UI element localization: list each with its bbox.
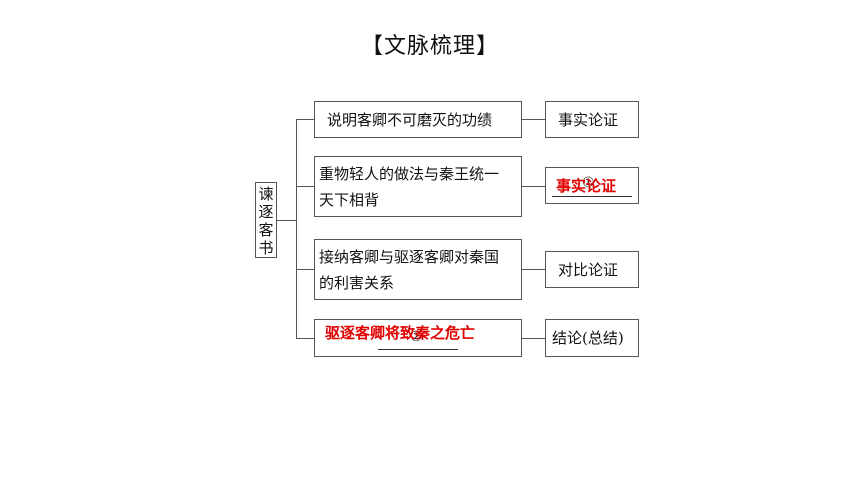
method-text-3: 对比论证 <box>558 261 619 279</box>
method-box-1: 事实论证 <box>545 101 639 138</box>
method-box-4: 结论(总结) <box>545 319 639 357</box>
content-text-3b: 的利害关系 <box>319 274 395 292</box>
root-char: 逐 <box>258 203 274 221</box>
content-box-3: 接纳客卿与驱逐客卿对秦国 的利害关系 <box>314 239 522 300</box>
content-box-2: 重物轻人的做法与秦王统一 天下相背 <box>314 156 522 217</box>
root-char: 书 <box>258 239 274 257</box>
content-text-1: 说明客卿不可磨灭的功绩 <box>327 111 493 129</box>
method-connector-3 <box>522 269 545 270</box>
method-connector-1 <box>522 119 545 120</box>
answer-text-1: 事实论证 <box>556 177 617 195</box>
branch-line-2 <box>296 186 314 187</box>
method-text-1: 事实论证 <box>558 111 619 129</box>
branch-line-1 <box>296 119 314 120</box>
bracket-vertical <box>296 119 297 339</box>
method-connector-4 <box>522 338 545 339</box>
branch-line-3 <box>296 269 314 270</box>
branch-line-4 <box>296 338 314 339</box>
page-title: 【文脉梳理】 <box>360 34 499 59</box>
content-text-3a: 接纳客卿与驱逐客卿对秦国 <box>319 248 500 266</box>
answer-text-2: 驱逐客卿将致秦之危亡 <box>325 324 476 342</box>
blank-underline-1 <box>552 196 632 197</box>
root-char: 谏 <box>258 185 274 203</box>
content-text-2b: 天下相背 <box>319 191 380 209</box>
root-char: 客 <box>258 221 274 239</box>
content-text-2a: 重物轻人的做法与秦王统一 <box>319 165 500 183</box>
content-box-4 <box>314 319 522 357</box>
blank-marker-2: ② <box>410 329 423 345</box>
method-connector-2 <box>522 186 545 187</box>
root-connector <box>277 220 296 221</box>
content-box-1: 说明客卿不可磨灭的功绩 <box>314 101 522 138</box>
blank-marker-1: ① <box>582 175 595 191</box>
method-text-4: 结论(总结) <box>552 329 624 347</box>
blank-underline-2 <box>378 349 458 350</box>
root-box: 谏 逐 客 书 <box>255 182 277 258</box>
method-box-3: 对比论证 <box>545 251 639 288</box>
method-box-2 <box>545 167 639 204</box>
